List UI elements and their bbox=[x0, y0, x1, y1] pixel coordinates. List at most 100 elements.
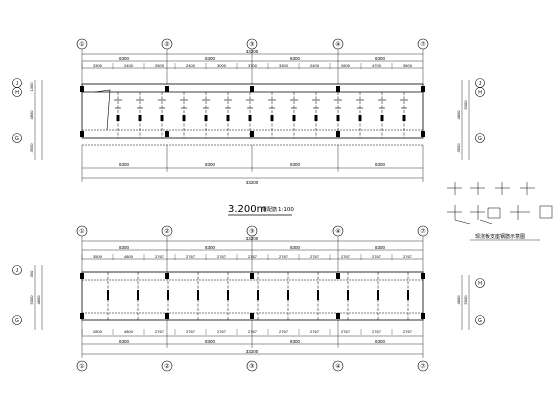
plan2-left-dim-1: 350 bbox=[29, 270, 34, 277]
axis-label-2: ② bbox=[164, 41, 169, 48]
plan1-beams bbox=[80, 86, 425, 138]
plan1-row-labels: J H G J H G bbox=[15, 81, 482, 142]
subdim-p2bot-1: 4800 bbox=[124, 329, 134, 334]
subdim-p1top-10: 3600 bbox=[403, 63, 413, 68]
axis-label-3c: ③ bbox=[249, 363, 254, 370]
subdim-p2top-0: 3500 bbox=[93, 254, 103, 259]
beam-section bbox=[204, 115, 208, 121]
subdim-p2top-2: 2767 bbox=[155, 254, 165, 259]
subdim-p1top-3: 2400 bbox=[186, 63, 196, 68]
p2-row-label-j: J bbox=[16, 268, 19, 274]
subdim-p1top-5: 3700 bbox=[248, 63, 258, 68]
column-mark bbox=[336, 86, 340, 92]
plan2-row-bubbles bbox=[12, 265, 485, 325]
column-mark bbox=[80, 313, 84, 319]
beam-section bbox=[257, 290, 259, 300]
column-mark bbox=[250, 86, 254, 92]
beam-section bbox=[137, 290, 139, 300]
plan2-side-dims bbox=[34, 265, 470, 330]
plan2-side-text: 350 5000 4800 4800 5000 bbox=[29, 270, 468, 305]
beam-section bbox=[314, 115, 318, 121]
subdim-p2top-7: 2767 bbox=[310, 254, 320, 259]
row-label-g-right: G bbox=[478, 136, 482, 142]
beam-section bbox=[358, 115, 362, 121]
beam-section bbox=[107, 290, 109, 300]
plan1-right-dim-3: 3500 bbox=[456, 143, 461, 153]
plan1-right-dim-1: 4800 bbox=[456, 110, 461, 120]
row-label-j-right: J bbox=[479, 81, 482, 87]
subdim-p2bot-8: 2767 bbox=[341, 329, 351, 334]
plan2-dim-text: 33200 8300 8300 8300 8300 bbox=[119, 236, 386, 250]
plan1-title-main: 3.200m bbox=[228, 204, 266, 215]
column-mark bbox=[80, 131, 84, 137]
beam-section bbox=[402, 115, 406, 121]
column-mark bbox=[165, 86, 169, 92]
subdim-p1top-7: 2400 bbox=[310, 63, 320, 68]
legend-details bbox=[447, 182, 553, 225]
column-mark bbox=[421, 131, 425, 137]
beam-section bbox=[347, 290, 349, 300]
subdim-p2bot-7: 2767 bbox=[310, 329, 320, 334]
column-mark bbox=[336, 131, 340, 137]
subdim-p2bot-2: 2767 bbox=[155, 329, 165, 334]
axis-label-4c: ④ bbox=[335, 363, 340, 370]
plan2-bottom-bay-4: 8300 bbox=[375, 339, 386, 344]
plan2-left-dim-2: 5000 bbox=[29, 295, 34, 305]
column-mark bbox=[250, 131, 254, 137]
beam-section bbox=[197, 290, 199, 300]
subdim-p2bot-4: 2767 bbox=[217, 329, 227, 334]
plan1-dim-text: 33200 8300 8300 8300 8300 bbox=[119, 49, 386, 61]
subdim-p2top-10: 2767 bbox=[403, 254, 413, 259]
column-mark bbox=[165, 131, 169, 137]
subdim-p2top-6: 2767 bbox=[279, 254, 289, 259]
plan1-bay-4: 8300 bbox=[375, 56, 386, 61]
row-label-j-left: J bbox=[16, 81, 19, 87]
plan2-beams bbox=[80, 272, 425, 320]
plan1-bottom-dim-lines bbox=[81, 145, 424, 182]
plan2-right-dim-1: 4800 bbox=[456, 295, 461, 305]
row-label-h-right: H bbox=[478, 90, 482, 96]
plan2-bottom-bay-2: 8300 bbox=[205, 339, 216, 344]
axis-labels-top: ① ② ③ ④ ⑦ bbox=[79, 41, 425, 48]
subdim-p1top-9: 4700 bbox=[372, 63, 382, 68]
column-mark bbox=[421, 313, 425, 319]
beam-section bbox=[226, 115, 230, 121]
subdim-p2bot-5: 2767 bbox=[248, 329, 258, 334]
column-mark bbox=[165, 313, 169, 319]
axis-label-3b: ③ bbox=[249, 228, 254, 235]
column-mark bbox=[336, 313, 340, 319]
plan1-bottom-bay-4: 8300 bbox=[375, 162, 386, 167]
axis-labels-bottom: ① ② ③ ④ ⑦ bbox=[79, 363, 425, 370]
subdim-p2bot-0: 2800 bbox=[93, 329, 103, 334]
plan1-left-dim-2: 4800 bbox=[29, 110, 34, 120]
axis-label-2c: ② bbox=[164, 363, 169, 370]
beam-section bbox=[287, 290, 289, 300]
beam-section bbox=[227, 290, 229, 300]
p2-row-label-g-right: G bbox=[478, 318, 482, 324]
axis-label-4: ④ bbox=[335, 41, 340, 48]
plan2-outline bbox=[81, 271, 424, 321]
plan1-bay-1: 8300 bbox=[119, 56, 130, 61]
beam-section bbox=[167, 290, 169, 300]
beam-section bbox=[407, 290, 409, 300]
axis-label-1: ① bbox=[79, 41, 84, 48]
subdim-p2top-9: 2767 bbox=[372, 254, 382, 259]
plan2-left-dim-3: 4800 bbox=[36, 295, 41, 305]
plan2-bottom-bay-3: 8300 bbox=[290, 339, 301, 344]
plan2-bay-2: 8300 bbox=[205, 245, 216, 250]
plan1-title-scale: 1:100 bbox=[278, 207, 294, 213]
column-mark bbox=[80, 273, 84, 279]
column-mark bbox=[250, 313, 254, 319]
beam-section bbox=[377, 290, 379, 300]
plan2-bottom-overall: 33200 bbox=[246, 349, 259, 354]
plan2-bottom-bay-1: 8300 bbox=[119, 339, 130, 344]
subdim-p2bot-9: 2767 bbox=[372, 329, 382, 334]
subdim-p1top-2: 2600 bbox=[155, 63, 165, 68]
plan2-overall: 33200 bbox=[246, 236, 259, 241]
plan2-bay-4: 8300 bbox=[375, 245, 386, 250]
beam-section bbox=[116, 115, 120, 121]
beam-section bbox=[336, 115, 340, 121]
plan1-bottom-text: 8300 8300 8300 8300 33200 bbox=[119, 162, 386, 185]
